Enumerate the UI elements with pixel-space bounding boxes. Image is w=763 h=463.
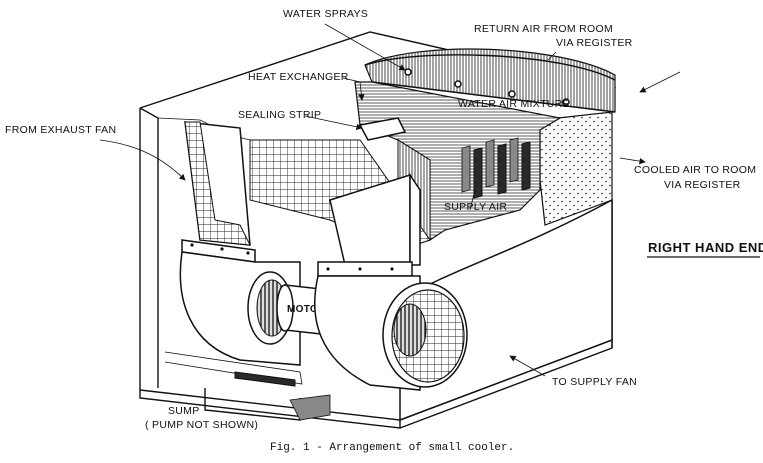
right-hand-end-label: RIGHT HAND END — [648, 240, 763, 255]
return-air-label: RETURN AIR FROM ROOM — [474, 23, 613, 35]
leader-lines — [99, 23, 681, 377]
sump-label: SUMP — [168, 405, 200, 417]
heat-exchanger-label: HEAT EXCHANGER — [248, 71, 349, 83]
exhaust-fan — [179, 121, 301, 366]
supply-fan — [314, 172, 468, 391]
supply-air-label: SUPPLY AIR — [444, 201, 507, 213]
sealing-strip-label: SEALING STRIP — [238, 109, 321, 121]
from-exhaust-fan-label: FROM EXHAUST FAN — [5, 124, 116, 136]
motor-label: MOTOR — [287, 304, 326, 315]
labels: WATER SPRAYS RETURN AIR FROM ROOM VIA RE… — [5, 8, 763, 431]
cooled-air-register-label: VIA REGISTER — [664, 179, 741, 191]
figure-caption: Fig. 1 - Arrangement of small cooler. — [270, 442, 514, 454]
water-air-mixture-label: WATER AIR MIXTURE — [458, 98, 570, 110]
pump-not-shown-label: ( PUMP NOT SHOWN) — [145, 419, 258, 431]
water-air-mixture-plates — [461, 137, 531, 199]
heat-exchanger — [354, 81, 562, 251]
cooled-air-label: COOLED AIR TO ROOM — [634, 164, 756, 176]
return-air-register-label: VIA REGISTER — [556, 37, 633, 49]
water-sprays-label: WATER SPRAYS — [283, 8, 368, 20]
to-supply-fan-label: TO SUPPLY FAN — [552, 376, 637, 388]
return-air-duct — [364, 48, 616, 113]
